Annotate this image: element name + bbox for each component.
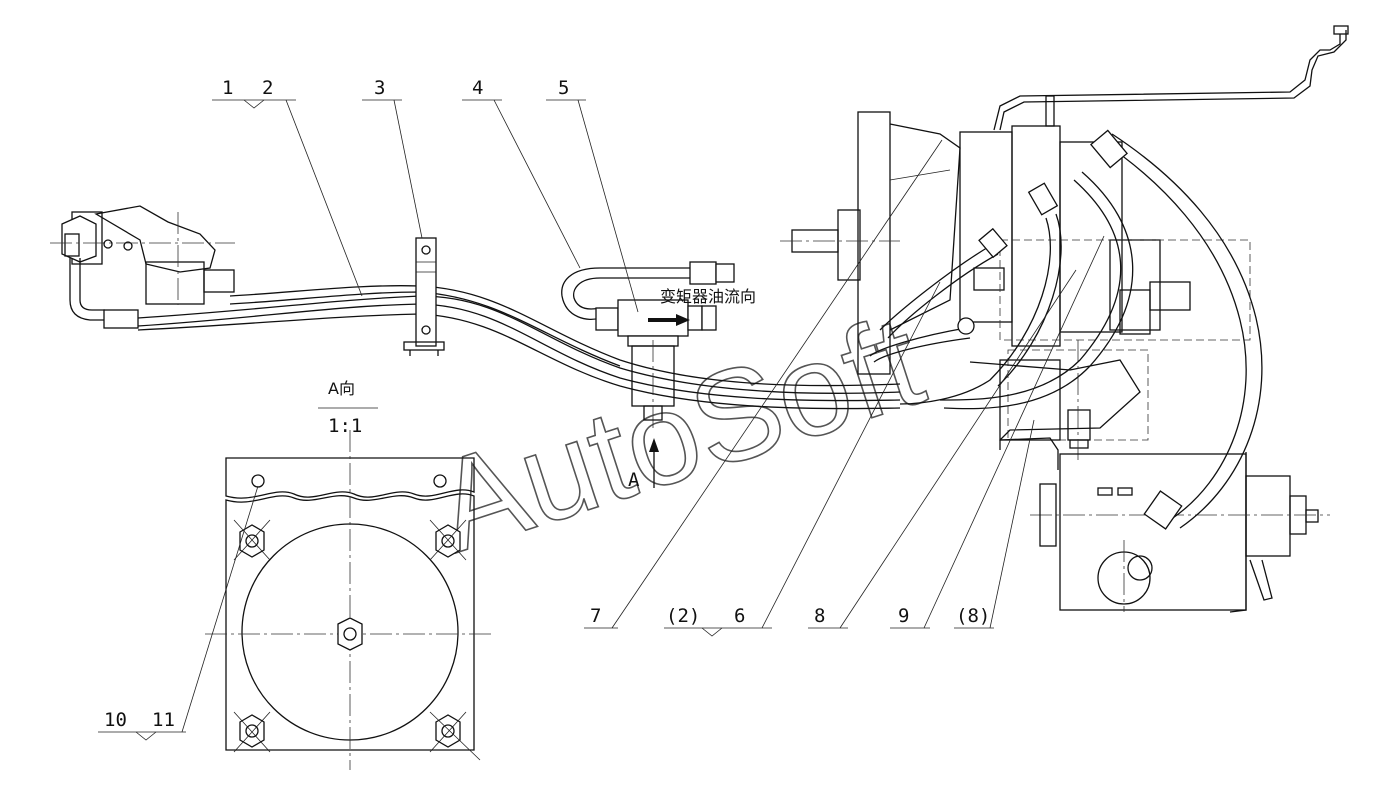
transmission-body — [780, 25, 1349, 613]
callout-5: 5 — [558, 77, 569, 99]
left-valve-block — [50, 205, 235, 329]
pressure-tubes — [869, 129, 1263, 530]
view-arrow-label: A — [628, 469, 640, 491]
callout-9: 9 — [898, 605, 909, 627]
filter-assembly: 变矩器油流向 A — [561, 261, 756, 491]
view-a-detail: A向 1:1 — [205, 379, 495, 770]
callout-numbers: 1 2 3 4 5 7 (2) 6 8 9 (8) 10 11 — [104, 77, 990, 731]
view-title: A向 — [328, 379, 355, 398]
callout-1: 1 — [222, 77, 233, 99]
leader-lines — [98, 99, 1105, 741]
flow-direction-note: 变矩器油流向 — [660, 287, 756, 306]
callout-8-paren: (8) — [956, 605, 990, 627]
hose-clamp — [403, 237, 445, 356]
callout-7: 7 — [590, 605, 601, 627]
callout-4: 4 — [472, 77, 483, 99]
callout-11: 11 — [152, 709, 175, 731]
callout-6: 6 — [734, 605, 745, 627]
hose-bundle — [137, 285, 901, 410]
callout-2: 2 — [262, 77, 273, 99]
callout-10: 10 — [104, 709, 127, 731]
callout-3: 3 — [374, 77, 385, 99]
callout-8: 8 — [814, 605, 825, 627]
callout-2-paren: (2) — [666, 605, 700, 627]
view-scale: 1:1 — [328, 415, 362, 437]
